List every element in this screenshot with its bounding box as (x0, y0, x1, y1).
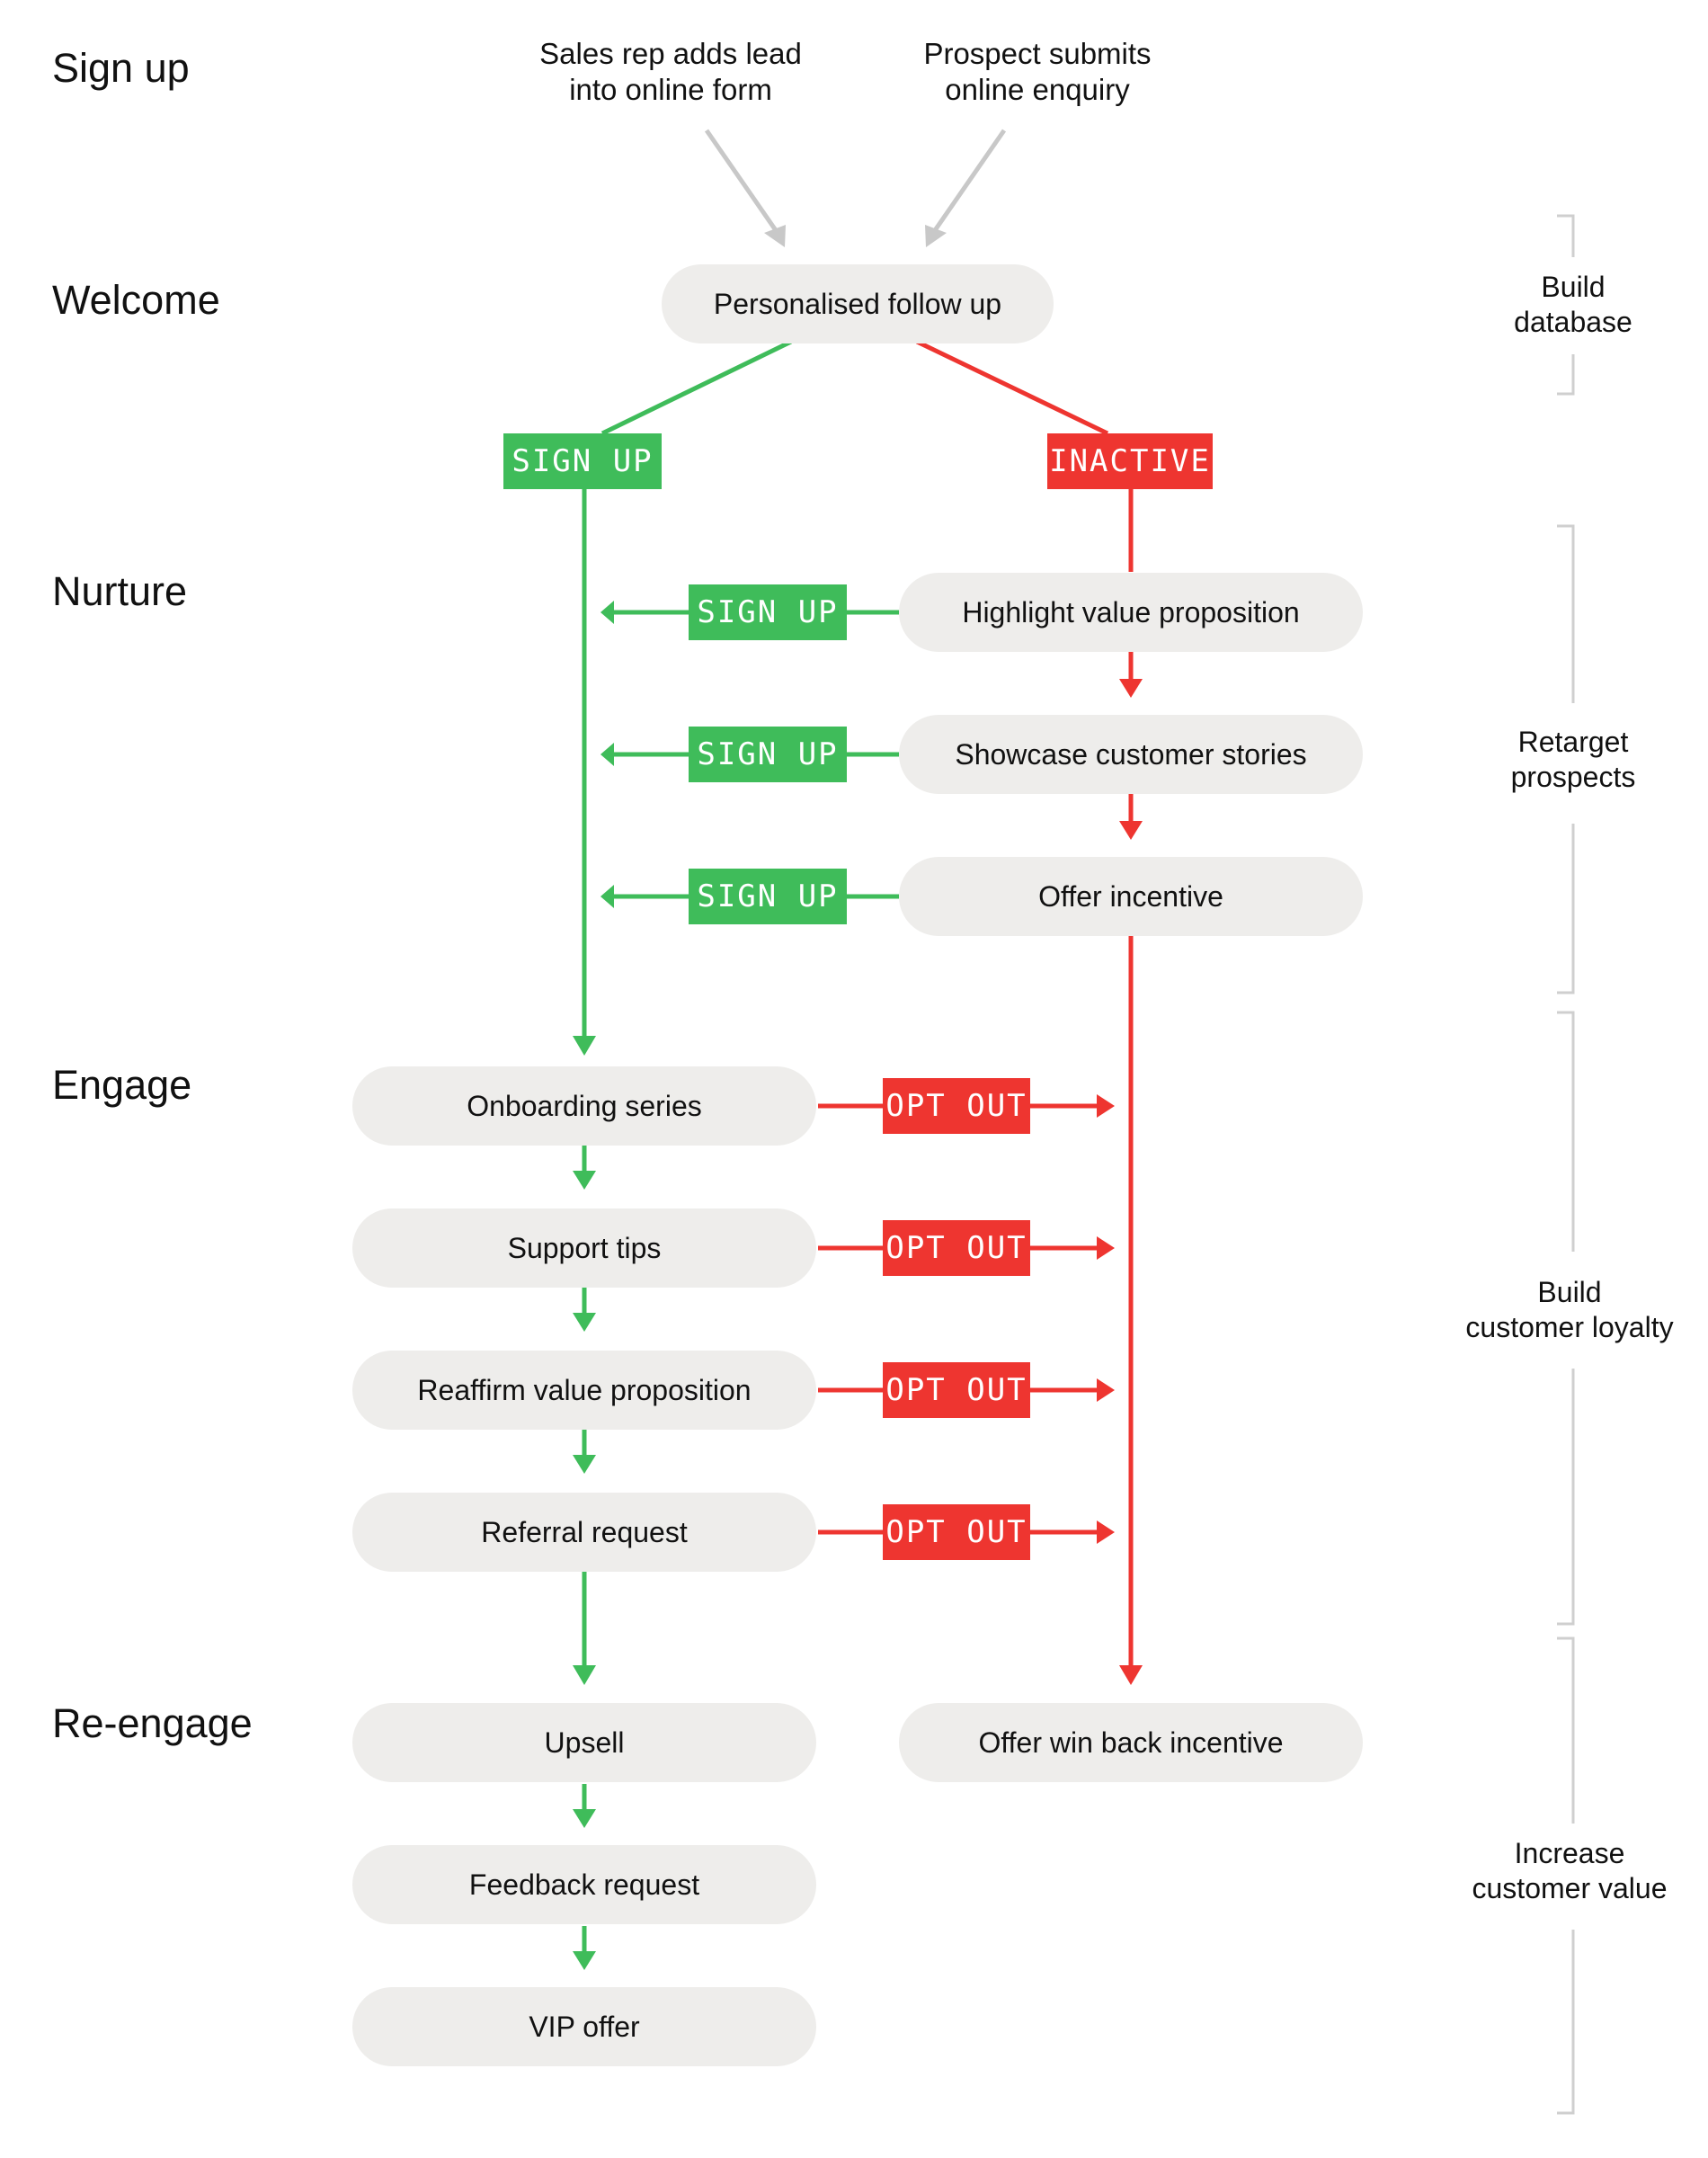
source-arrows (704, 129, 1007, 247)
node-support-tips[interactable]: Support tips (352, 1208, 816, 1288)
phase-brackets (1557, 214, 1575, 2115)
node-showcase-stories[interactable]: Showcase customer stories (899, 715, 1363, 794)
stage-label-welcome: Welcome (52, 277, 220, 323)
tag-sign-up-main: SIGN UP (503, 433, 662, 489)
node-upsell[interactable]: Upsell (352, 1703, 816, 1782)
stage-label-engage: Engage (52, 1062, 192, 1108)
node-feedback-request[interactable]: Feedback request (352, 1845, 816, 1924)
node-highlight-value[interactable]: Highlight value proposition (899, 573, 1363, 652)
bracket-retarget (1557, 524, 1575, 703)
node-win-back[interactable]: Offer win back incentive (899, 1703, 1363, 1782)
opt-out-arrows (818, 1094, 1115, 1544)
node-offer-incentive[interactable]: Offer incentive (899, 857, 1363, 936)
source-prospect: Prospect submits online enquiry (923, 37, 1152, 106)
stage-label-reengage: Re-engage (52, 1700, 253, 1746)
node-vip-offer[interactable]: VIP offer (352, 1987, 816, 2066)
tag-opt-out-1: OPT OUT (883, 1078, 1030, 1134)
tag-opt-out-4: OPT OUT (883, 1504, 1030, 1560)
stage-label-nurture: Nurture (52, 568, 188, 614)
phase-build-loyalty: Build customer loyalty (1465, 1276, 1674, 1343)
inactive-path (1119, 489, 1143, 1685)
engage-chain-arrows (573, 1146, 596, 1685)
phase-increase-value: Increase customer value (1472, 1837, 1668, 1904)
stage-label-signup: Sign up (52, 45, 190, 91)
bracket-loyalty (1557, 1011, 1575, 1252)
node-personalised-follow-up[interactable]: Personalised follow up (662, 264, 1054, 343)
source-sales-rep: Sales rep adds lead into online form (539, 37, 802, 106)
reengage-chain-arrows (573, 1784, 596, 1970)
phase-retarget-prospects: Retarget prospects (1510, 726, 1636, 793)
tag-sign-up-3: SIGN UP (689, 869, 847, 924)
node-referral-request[interactable]: Referral request (352, 1493, 816, 1572)
tag-opt-out-3: OPT OUT (883, 1362, 1030, 1418)
bracket-value (1557, 1636, 1575, 1824)
phase-build-database: Build database (1514, 271, 1632, 338)
tag-sign-up-2: SIGN UP (689, 727, 847, 782)
node-onboarding-series[interactable]: Onboarding series (352, 1066, 816, 1146)
tag-sign-up-1: SIGN UP (689, 584, 847, 640)
tag-inactive: INACTIVE (1047, 433, 1213, 489)
node-reaffirm-value[interactable]: Reaffirm value proposition (352, 1351, 816, 1430)
tag-opt-out-2: OPT OUT (883, 1220, 1030, 1276)
branch-signup-line (600, 339, 793, 436)
branch-inactive-line (915, 339, 1109, 436)
bracket-build-database (1557, 214, 1575, 257)
